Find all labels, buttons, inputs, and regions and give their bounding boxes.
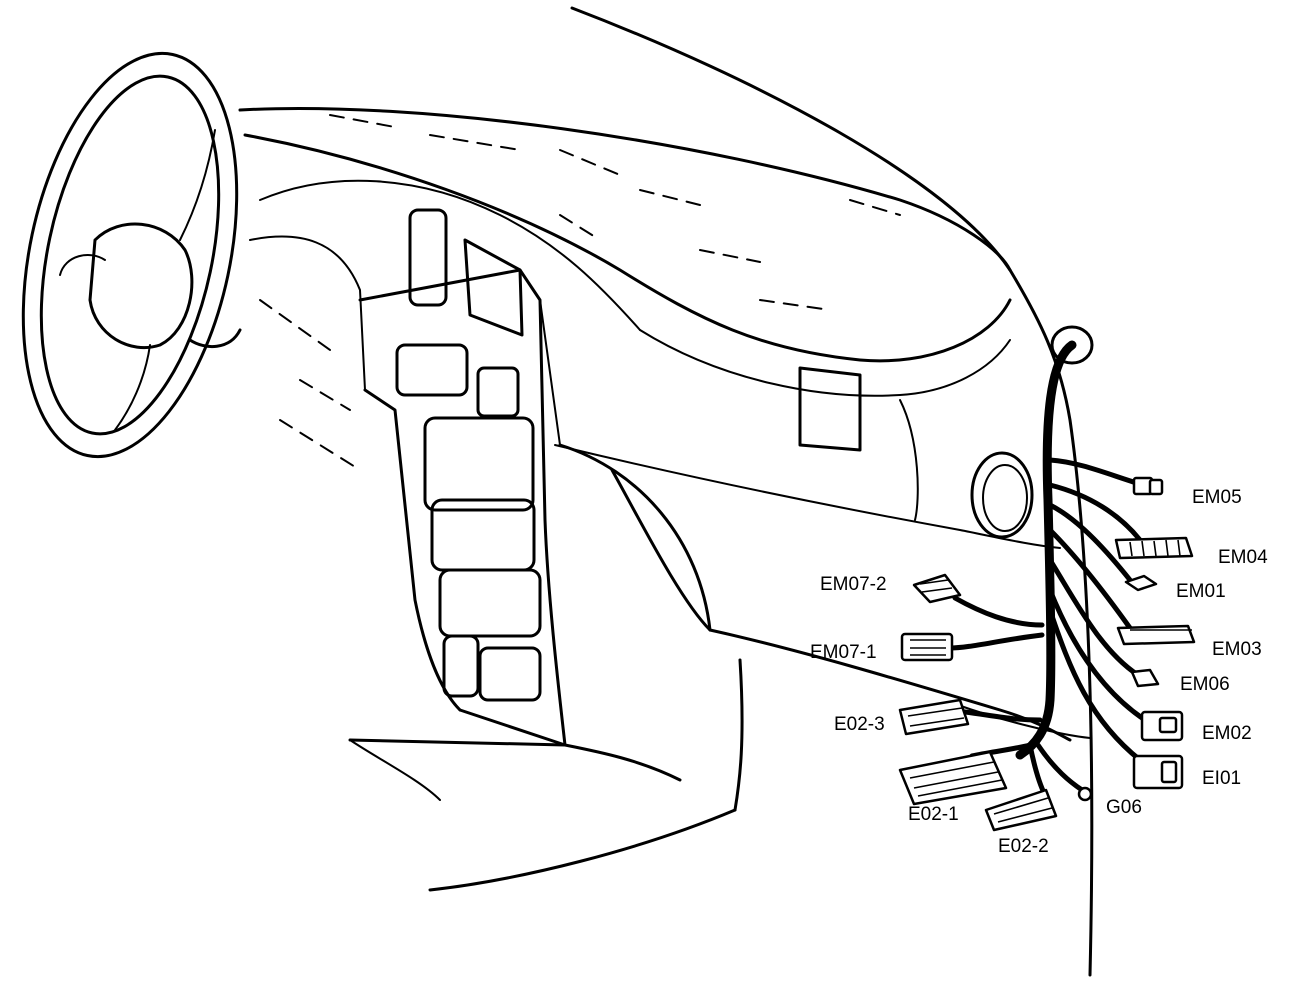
steering-wheel	[21, 51, 242, 459]
wiring-harness	[947, 340, 1148, 798]
label-em07-2: EM07-2	[820, 574, 887, 595]
connector-g06	[1077, 786, 1093, 802]
label-em04: EM04	[1218, 547, 1268, 568]
connector-em06	[1130, 668, 1160, 688]
lower-dashboard	[348, 325, 1094, 892]
connector-em03	[1116, 624, 1196, 646]
center-console	[358, 208, 567, 747]
connector-em01	[1124, 574, 1158, 592]
connector-e02-2	[984, 788, 1058, 832]
label-em06: EM06	[1180, 674, 1230, 695]
connector-em07-2	[912, 573, 962, 604]
label-em01: EM01	[1176, 581, 1226, 602]
connector-em04	[1114, 536, 1194, 560]
label-ei01: EI01	[1202, 768, 1241, 789]
label-em03: EM03	[1212, 639, 1262, 660]
label-e02-2: E02-2	[998, 836, 1049, 857]
connector-ei01	[1132, 754, 1184, 790]
windshield-outline	[238, 6, 1094, 977]
dashboard-dash-lines	[259, 114, 901, 471]
connector-em02	[1140, 710, 1184, 742]
label-e02-3: E02-3	[834, 714, 885, 735]
connector-e02-1	[898, 750, 1008, 806]
label-g06: G06	[1106, 797, 1142, 818]
label-em02: EM02	[1202, 723, 1252, 744]
label-em05: EM05	[1192, 487, 1242, 508]
dashboard-top	[243, 133, 1061, 549]
connector-e02-3	[898, 698, 970, 736]
connector-em05	[1132, 476, 1164, 496]
label-em07-1: EM07-1	[810, 642, 877, 663]
connector-em07-1	[900, 632, 954, 662]
label-e02-1: E02-1	[908, 804, 959, 825]
